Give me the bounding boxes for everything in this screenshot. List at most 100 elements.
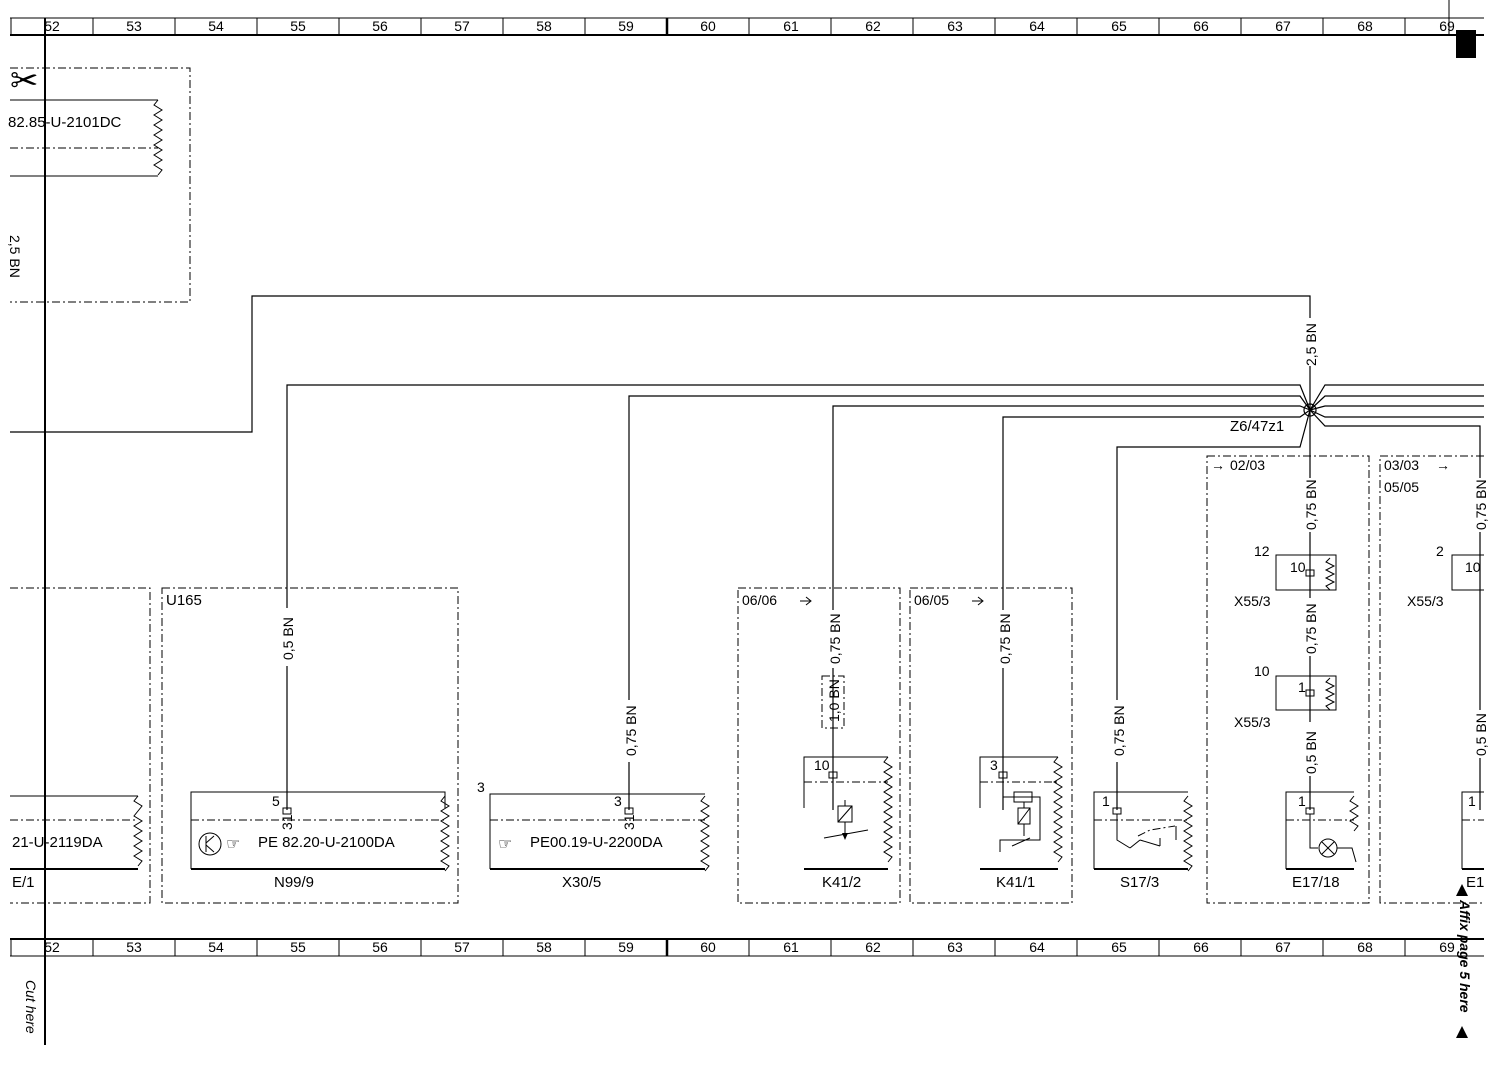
column-number: 69 — [1439, 18, 1455, 34]
component-k41-2: 06/06 0,75 BN 1,0 BN 10 K41/2 — [737, 587, 901, 904]
column-number: 52 — [44, 18, 60, 34]
component-label: N99/9 — [274, 874, 314, 891]
transistor-icon — [198, 832, 222, 856]
column-number: 63 — [947, 18, 963, 34]
column-number: 66 — [1193, 18, 1209, 34]
page-ref: 03/03 — [1384, 457, 1419, 473]
column-number: 65 — [1111, 18, 1127, 34]
pin-number: 1 — [1298, 793, 1306, 809]
pin-number: 10 — [1290, 559, 1306, 575]
pin-number: 1 — [1102, 793, 1110, 809]
pin-code: 31 — [279, 814, 295, 830]
component-label: S17/3 — [1120, 874, 1159, 891]
column-number: 53 — [126, 18, 142, 34]
column-number: 60 — [700, 18, 716, 34]
component-label: K41/1 — [996, 874, 1035, 891]
feed-wire-label: 2,5 BN — [1303, 323, 1319, 366]
column-number: 59 — [618, 939, 634, 955]
column-number: 68 — [1357, 939, 1373, 955]
page-ref: 02/03 — [1230, 457, 1265, 473]
column-number: 54 — [208, 939, 224, 955]
top-column-labels: 52 53 54 55 56 57 58 59 60 61 62 63 64 6… — [44, 18, 1455, 34]
column-number: 60 — [700, 939, 716, 955]
arrow-right-icon — [800, 596, 812, 606]
ref-code: 82.85-U-2101DC — [8, 114, 122, 131]
relay-contact-icon — [823, 800, 869, 840]
pin-number: 10 — [1465, 559, 1481, 575]
outer-pin-number: 12 — [1254, 543, 1270, 559]
page-marker-block — [1456, 30, 1476, 58]
wire-label: 0,75 BN — [827, 613, 843, 664]
outer-pin-number: 3 — [477, 779, 485, 795]
wire-label: 0,5 BN — [1303, 731, 1319, 774]
column-number: 62 — [865, 939, 881, 955]
pointing-hand-icon: ☞ — [498, 836, 512, 853]
pin-number: 5 — [272, 793, 280, 809]
wire-label: 0,75 BN — [1303, 603, 1319, 654]
pointing-hand-icon: ☞ — [226, 836, 240, 853]
wire-label: 0,75 BN — [1303, 479, 1319, 530]
door-switch-icon — [1116, 814, 1177, 849]
bottom-grid-ruler — [10, 938, 1484, 957]
pin-code: 31 — [621, 814, 637, 830]
column-number: 65 — [1111, 939, 1127, 955]
column-number: 53 — [126, 939, 142, 955]
component-label: E/1 — [12, 874, 35, 891]
wire-label: 0,75 BN — [623, 705, 639, 756]
column-number: 67 — [1275, 939, 1291, 955]
outer-pin-number: 10 — [1254, 663, 1270, 679]
top-left-component-box: ✂ 82.85-U-2101DC 2,5 BN — [7, 62, 191, 303]
column-number: 54 — [208, 18, 224, 34]
wire-label: 0,5 BN — [280, 617, 296, 660]
column-number: 69 — [1439, 939, 1455, 955]
wire-label: 0,75 BN — [997, 613, 1013, 664]
connector-label: X55/3 — [1234, 714, 1271, 730]
bottom-column-labels: 52 53 54 55 56 57 58 59 60 61 62 63 64 6… — [44, 939, 1455, 955]
column-number: 64 — [1029, 18, 1045, 34]
column-number: 52 — [44, 939, 60, 955]
column-number: 57 — [454, 939, 470, 955]
component-e17-18: → 02/03 0,75 BN 12 10 X55/3 0,75 BN 10 1… — [1206, 455, 1370, 904]
pin-number: 1 — [1468, 793, 1476, 809]
inner-wire-label: 1,0 BN — [826, 679, 842, 722]
column-number: 63 — [947, 939, 963, 955]
column-number: 61 — [783, 18, 799, 34]
left-partial-component: 21-U-2119DA E/1 — [10, 587, 151, 904]
affix-arrow-bottom — [1456, 1026, 1468, 1038]
arrow-right-icon — [972, 596, 984, 606]
arrow-right-icon: → — [1436, 457, 1450, 473]
page-ref: 06/06 — [742, 592, 777, 608]
column-number: 56 — [372, 939, 388, 955]
column-number: 57 — [454, 18, 470, 34]
component-n99-9: U165 0,5 BN 5 31 ☞ PE 82.20-U-2100DA N99… — [161, 587, 459, 904]
column-number: 66 — [1193, 939, 1209, 955]
pin-number: 1 — [1298, 679, 1306, 695]
column-number: 55 — [290, 939, 306, 955]
affix-arrow-top — [1456, 884, 1468, 896]
component-x30-5: 0,75 BN 3 3 31 ☞ PE00.19-U-2200DA X30/5 — [477, 700, 710, 891]
relay-coil-icon — [999, 778, 1041, 852]
pin-number: 3 — [614, 793, 622, 809]
component-label: X30/5 — [562, 874, 601, 891]
affix-page-label: Affix page 5 here — [1457, 899, 1473, 1013]
component-s17-3: 0,75 BN 1 S17/3 — [1093, 700, 1193, 891]
lamp-icon — [1309, 814, 1357, 863]
column-number: 59 — [618, 18, 634, 34]
column-number: 55 — [290, 18, 306, 34]
right-partial-component: 03/03 05/05 → 0,75 BN 2 10 X55/3 0,5 BN … — [1379, 455, 1490, 904]
connector-label: X55/3 — [1234, 593, 1271, 609]
column-number: 62 — [865, 18, 881, 34]
pin-number: 3 — [990, 757, 998, 773]
column-number: 64 — [1029, 939, 1045, 955]
pin-number: 10 — [814, 757, 830, 773]
splice-z6-47z1: Z6/47z1 2,5 BN — [1230, 318, 1320, 435]
column-number: 56 — [372, 18, 388, 34]
ref-code: PE 82.20-U-2100DA — [258, 834, 395, 851]
wire-label: 0,75 BN — [1111, 705, 1127, 756]
ref-code: PE00.19-U-2200DA — [530, 834, 663, 851]
connector-x55-3-upper: 12 10 X55/3 — [1234, 543, 1337, 609]
connector-label: X55/3 — [1407, 593, 1444, 609]
component-k41-1: 06/05 0,75 BN 3 K41/1 — [909, 587, 1073, 904]
column-number: 68 — [1357, 18, 1373, 34]
